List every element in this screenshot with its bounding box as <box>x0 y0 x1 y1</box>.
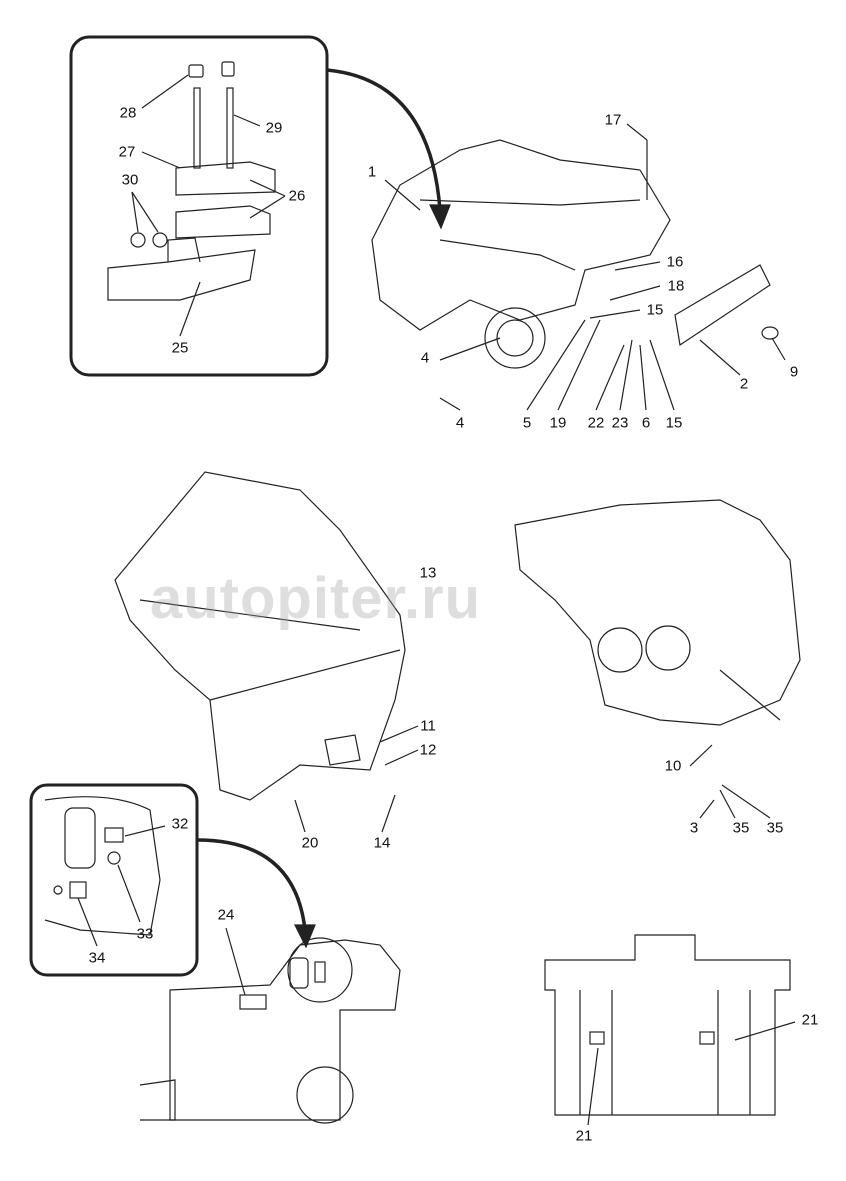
callout-29: 29 <box>265 119 283 137</box>
detail-arrow-bottom <box>196 838 307 931</box>
callout-3: 3 <box>689 819 699 837</box>
callout-22: 22 <box>587 414 605 432</box>
callout-15: 15 <box>665 414 683 432</box>
callout-6: 6 <box>641 414 651 432</box>
callout-35: 35 <box>732 819 750 837</box>
callout-26: 26 <box>288 187 306 205</box>
callout-23: 23 <box>611 414 629 432</box>
detail-arrow-top <box>326 68 442 211</box>
frame-middle-right <box>514 499 801 726</box>
callout-17: 17 <box>604 111 622 129</box>
leader-lines-top-inset <box>131 74 286 337</box>
callout-15: 15 <box>646 301 664 319</box>
callout-27: 27 <box>118 143 136 161</box>
frame-bottom-right <box>544 934 796 1126</box>
callout-33: 33 <box>136 925 154 943</box>
inset-parts-top <box>107 61 276 301</box>
callout-11: 11 <box>420 717 436 735</box>
watermark: autopiter.ru <box>150 566 482 631</box>
callout-12: 12 <box>419 741 437 759</box>
callout-4: 4 <box>420 349 430 367</box>
callout-4: 4 <box>455 414 465 432</box>
frame-bottom-left <box>139 927 401 1124</box>
callout-30: 30 <box>121 171 139 189</box>
frame-middle-left <box>114 471 406 801</box>
callout-16: 16 <box>666 253 684 271</box>
callout-21: 21 <box>575 1127 593 1145</box>
callout-34: 34 <box>88 949 106 967</box>
callout-32: 32 <box>171 815 189 833</box>
callout-24: 24 <box>217 906 235 924</box>
callout-9: 9 <box>789 363 799 381</box>
callout-13: 13 <box>419 564 437 582</box>
callout-5: 5 <box>522 414 532 432</box>
leader-lines-top <box>384 123 786 411</box>
callout-18: 18 <box>667 277 685 295</box>
frame-top-view <box>371 139 779 369</box>
callout-2: 2 <box>739 375 749 393</box>
inset-parts-bottom <box>44 796 166 947</box>
callout-35: 35 <box>766 819 784 837</box>
callout-28: 28 <box>119 104 137 122</box>
callout-21: 21 <box>801 1011 819 1029</box>
callout-14: 14 <box>373 834 391 852</box>
leader-lines-middle <box>294 725 771 833</box>
callout-20: 20 <box>301 834 319 852</box>
detail-inset-top <box>69 35 329 377</box>
callout-1: 1 <box>367 163 377 181</box>
detail-inset-bottom <box>29 783 199 977</box>
callout-19: 19 <box>549 414 567 432</box>
callout-10: 10 <box>664 757 682 775</box>
callout-25: 25 <box>171 339 189 357</box>
